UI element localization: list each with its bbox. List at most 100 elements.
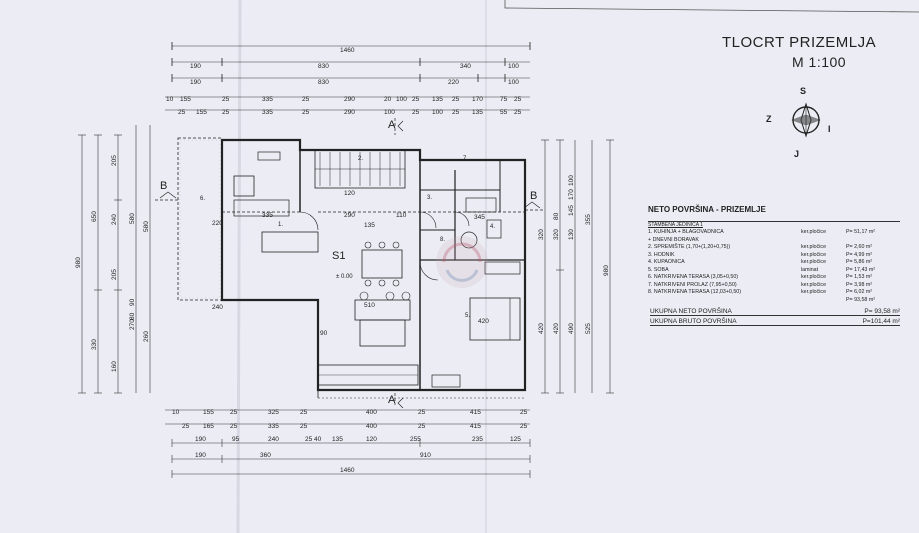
elevation-label: ± 0.00 xyxy=(336,274,353,280)
svg-text:120: 120 xyxy=(366,436,377,443)
svg-text:145: 145 xyxy=(568,205,575,216)
room-dim: 220 xyxy=(212,220,223,227)
room-number-1: 1. xyxy=(278,222,284,228)
svg-text:25: 25 xyxy=(178,109,186,116)
net-area-label: UKUPNA NETO POVRŠINA xyxy=(650,308,732,315)
room-dim: 240 xyxy=(212,304,223,311)
svg-text:190: 190 xyxy=(190,79,201,86)
svg-text:25: 25 xyxy=(182,423,190,430)
svg-text:360: 360 xyxy=(260,452,271,459)
svg-text:415: 415 xyxy=(470,409,481,416)
room-dim: 420 xyxy=(478,318,489,325)
room-number-7: 7. xyxy=(463,156,469,162)
svg-text:830: 830 xyxy=(318,63,329,70)
svg-text:650: 650 xyxy=(91,211,98,222)
svg-text:980: 980 xyxy=(603,265,610,276)
left-dimension-values: 980 650 330 240 205 205 160 270 580 260 … xyxy=(75,155,150,372)
building-walls xyxy=(177,137,527,399)
room-number-8: 8. xyxy=(440,237,446,243)
area-table-title: NETO POVRŠINA - PRIZEMLJE xyxy=(648,205,766,214)
svg-text:25: 25 xyxy=(222,109,230,116)
svg-text:100: 100 xyxy=(508,63,519,70)
room-dim: 335 xyxy=(262,212,273,219)
room-number-5: 5. xyxy=(465,313,471,319)
svg-text:25: 25 xyxy=(452,109,460,116)
svg-text:170: 170 xyxy=(472,96,483,103)
net-area-total: UKUPNA NETO POVRŠINA P= 93,58 m² xyxy=(650,308,900,316)
svg-text:75: 75 xyxy=(500,96,508,103)
svg-text:25: 25 xyxy=(418,423,426,430)
svg-text:205: 205 xyxy=(111,155,118,166)
table-divider xyxy=(648,220,900,222)
svg-text:205: 205 xyxy=(111,269,118,280)
svg-text:160: 160 xyxy=(111,361,118,372)
compass-north-label: S xyxy=(800,86,807,96)
section-a-bottom: A xyxy=(388,394,396,406)
svg-text:1460: 1460 xyxy=(340,467,355,474)
svg-text:325: 325 xyxy=(268,409,279,416)
svg-text:220: 220 xyxy=(448,79,459,86)
svg-text:135: 135 xyxy=(432,96,443,103)
bottom-dimension-lines xyxy=(165,409,531,478)
net-area-value: P= 93,58 m² xyxy=(864,308,900,315)
svg-text:335: 335 xyxy=(262,96,273,103)
room-dim: 290 xyxy=(344,212,355,219)
svg-text:415: 415 xyxy=(470,423,481,430)
room-dim: 345 xyxy=(474,214,485,221)
svg-text:170: 170 xyxy=(568,189,575,200)
svg-text:270: 270 xyxy=(129,319,136,330)
svg-text:135: 135 xyxy=(332,436,343,443)
svg-text:420: 420 xyxy=(553,323,560,334)
section-a-top: A xyxy=(388,119,396,131)
room-number-3: 3. xyxy=(427,195,433,201)
svg-text:335: 335 xyxy=(268,423,279,430)
svg-text:980: 980 xyxy=(75,257,82,268)
svg-text:155: 155 xyxy=(196,109,207,116)
gross-area-value: P=101,44 m² xyxy=(862,318,900,325)
svg-text:320: 320 xyxy=(538,229,545,240)
svg-text:25: 25 xyxy=(230,409,238,416)
svg-text:135: 135 xyxy=(472,109,483,116)
unit-label: S1 xyxy=(332,250,346,262)
svg-text:25: 25 xyxy=(514,96,522,103)
table-row: 6. NATKRIVENA TERASA (3,05+0,50)ker.ploč… xyxy=(648,274,873,280)
svg-text:290: 290 xyxy=(344,109,355,116)
right-dimension-lines xyxy=(541,139,614,394)
svg-text:400: 400 xyxy=(366,409,377,416)
room-dim: 110 xyxy=(396,212,407,219)
compass-west-label: Z xyxy=(766,114,772,124)
svg-text:25: 25 xyxy=(452,96,460,103)
gross-area-label: UKUPNA BRUTO POVRŠINA xyxy=(650,318,737,325)
room-number-4: 4. xyxy=(490,224,496,230)
svg-text:25: 25 xyxy=(514,109,522,116)
gross-area-total: UKUPNA BRUTO POVRŠINA P=101,44 m² xyxy=(650,318,900,326)
svg-text:100: 100 xyxy=(432,109,443,116)
room-dim: 120 xyxy=(344,190,355,197)
svg-text:235: 235 xyxy=(472,436,483,443)
svg-text:830: 830 xyxy=(318,79,329,86)
drawing-title: TLOCRT PRIZEMLJA xyxy=(722,34,877,51)
svg-text:40: 40 xyxy=(314,436,322,443)
svg-text:25: 25 xyxy=(302,109,310,116)
table-row: 8. NATKRIVENA TERASA (12,03+0,50)ker.plo… xyxy=(648,289,873,295)
left-dimension-lines xyxy=(78,125,151,394)
section-b-right: B xyxy=(530,190,538,202)
svg-text:330: 330 xyxy=(91,339,98,350)
svg-text:400: 400 xyxy=(366,423,377,430)
svg-text:320: 320 xyxy=(553,229,560,240)
svg-text:25: 25 xyxy=(520,409,528,416)
svg-text:80: 80 xyxy=(553,212,560,220)
drawing-scale: M 1:100 xyxy=(792,54,847,70)
svg-text:25: 25 xyxy=(300,409,308,416)
compass-east-label: I xyxy=(828,124,831,134)
svg-text:55: 55 xyxy=(500,109,508,116)
svg-text:80: 80 xyxy=(129,312,136,320)
svg-text:580: 580 xyxy=(129,213,136,224)
table-row: 7. NATKRIVENI PROLAZ (7,95+0,50)ker.ploč… xyxy=(648,281,873,288)
svg-text:10: 10 xyxy=(172,409,180,416)
